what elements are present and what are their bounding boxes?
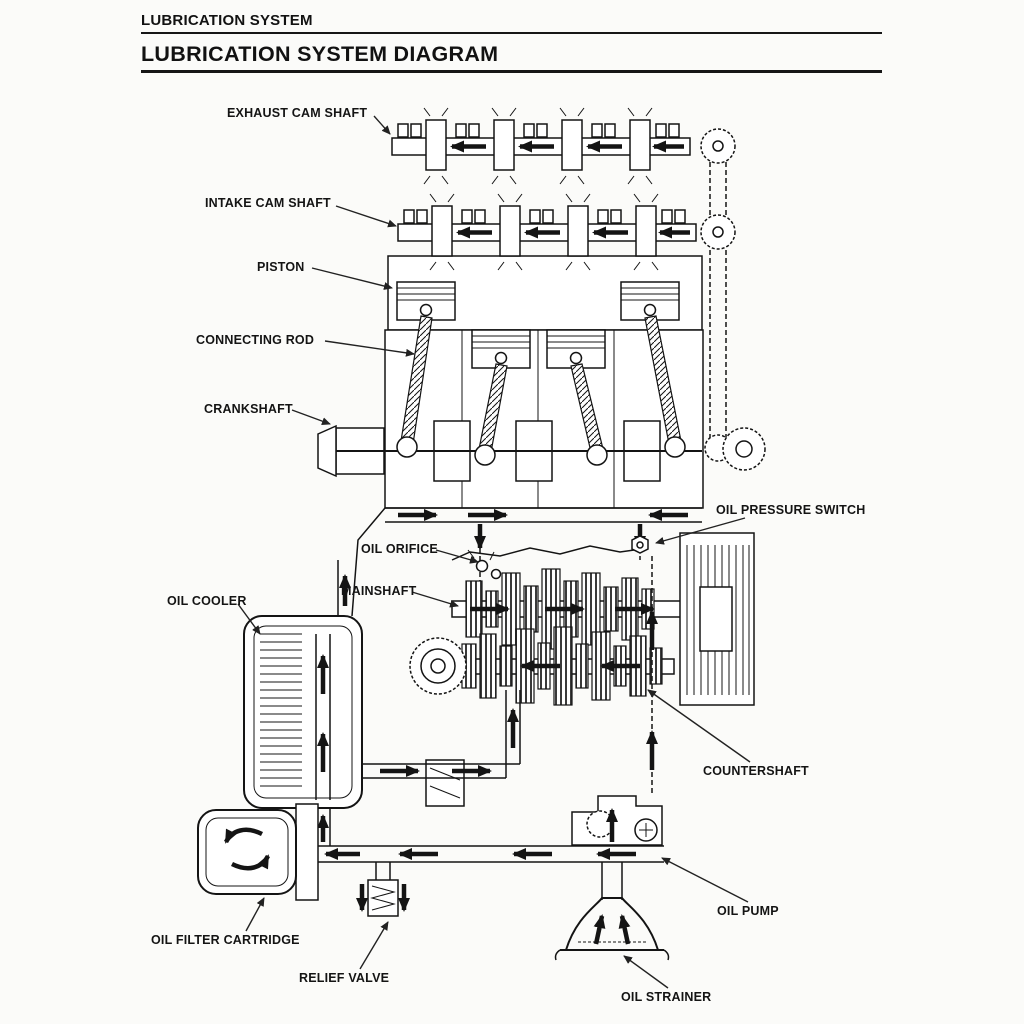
oil-cooler-drawing (243, 615, 363, 846)
relief-valve-drawing (356, 862, 410, 917)
bottom-gallery (296, 845, 664, 863)
leader-lines (237, 115, 751, 989)
label-crankshaft: CRANKSHAFT (204, 402, 293, 416)
section-header: LUBRICATION SYSTEM (141, 12, 313, 29)
label-mainshaft: MAINSHAFT (341, 584, 417, 598)
transmission (409, 532, 755, 807)
label-countershaft: COUNTERSHAFT (703, 764, 809, 778)
oil-filter-drawing (197, 803, 319, 901)
crankshaft-drawing (317, 315, 766, 482)
label-relief-valve: RELIEF VALVE (299, 971, 390, 985)
label-piston: PISTON (257, 260, 305, 274)
feed-pipe (362, 690, 521, 779)
oil-strainer-drawing (554, 862, 670, 961)
label-oil-cooler: OIL COOLER (167, 594, 247, 608)
left-case-wall (337, 507, 386, 617)
exhaust-camshaft-drawing (392, 108, 690, 184)
label-oil-strainer: OIL STRAINER (621, 990, 712, 1004)
label-oil-pump: OIL PUMP (717, 904, 779, 918)
label-exhaust-cam-shaft: EXHAUST CAM SHAFT (227, 106, 368, 120)
cam-chain (700, 128, 736, 462)
page-title: LUBRICATION SYSTEM DIAGRAM (141, 42, 499, 66)
label-connecting-rod: CONNECTING ROD (196, 333, 315, 347)
label-intake-cam-shaft: INTAKE CAM SHAFT (205, 196, 331, 210)
pistons (396, 281, 680, 369)
label-oil-pressure-switch: OIL PRESSURE SWITCH (716, 503, 866, 517)
label-oil-orifice: OIL ORIFICE (361, 542, 438, 556)
oil-pump-drawing (571, 795, 663, 846)
page-title-rule (141, 70, 882, 73)
label-oil-filter-cartridge: OIL FILTER CARTRIDGE (151, 933, 300, 947)
section-header-rule (141, 32, 882, 34)
